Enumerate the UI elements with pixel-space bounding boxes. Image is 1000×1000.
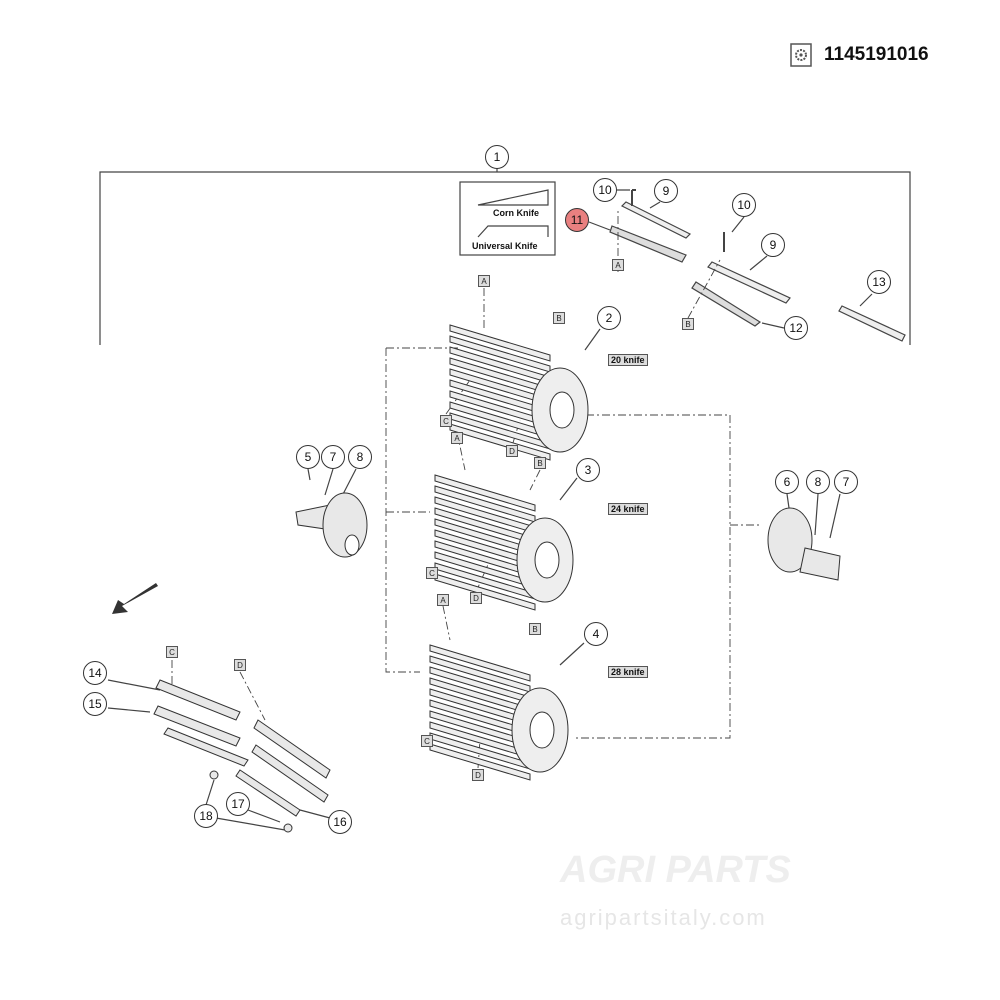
ref-marker-A: A	[437, 594, 449, 606]
callout-12[interactable]: 12	[784, 316, 808, 340]
callout-5[interactable]: 5	[296, 445, 320, 469]
part-number: 1145191016	[824, 44, 929, 65]
knife-type-box	[459, 181, 556, 256]
callout-9[interactable]: 9	[761, 233, 785, 257]
ref-marker-D: D	[470, 592, 482, 604]
ref-marker-A: A	[451, 432, 463, 444]
direction-arrow-icon	[112, 583, 158, 614]
ref-marker-C: C	[440, 415, 452, 427]
callout-10[interactable]: 10	[593, 178, 617, 202]
knife-label-24: 24 knife	[608, 503, 648, 515]
ref-marker-C: C	[426, 567, 438, 579]
callout-16[interactable]: 16	[328, 810, 352, 834]
drum-bore	[549, 391, 575, 429]
drum-knife	[449, 324, 551, 362]
callout-4[interactable]: 4	[584, 622, 608, 646]
callout-8[interactable]: 8	[348, 445, 372, 469]
callout-13[interactable]: 13	[867, 270, 891, 294]
ref-marker-A: A	[478, 275, 490, 287]
callout-11[interactable]: 11	[565, 208, 589, 232]
callout-18[interactable]: 18	[194, 804, 218, 828]
callout-17[interactable]: 17	[226, 792, 250, 816]
ref-marker-B: B	[529, 623, 541, 635]
ref-marker-D: D	[506, 445, 518, 457]
callout-14[interactable]: 14	[83, 661, 107, 685]
assembly-bracket	[99, 171, 911, 345]
drum-knife	[434, 474, 536, 512]
knife-label-20: 20 knife	[608, 354, 648, 366]
universal-knife-label: Universal Knife	[472, 241, 538, 251]
watermark-logo: AGRI PARTS	[560, 849, 791, 891]
ref-marker-D: D	[234, 659, 246, 671]
ref-marker-C: C	[166, 646, 178, 658]
corn-knife-label: Corn Knife	[493, 208, 539, 218]
callout-10[interactable]: 10	[732, 193, 756, 217]
gear-document-icon	[790, 43, 812, 67]
callout-9[interactable]: 9	[654, 179, 678, 203]
callout-2[interactable]: 2	[597, 306, 621, 330]
callout-3[interactable]: 3	[576, 458, 600, 482]
callout-7[interactable]: 7	[321, 445, 345, 469]
shaft-6	[799, 547, 841, 581]
callout-8[interactable]: 8	[806, 470, 830, 494]
drum-bore	[534, 541, 560, 579]
part-header: 1145191016	[788, 42, 929, 68]
knife-label-28: 28 knife	[608, 666, 648, 678]
callout-6[interactable]: 6	[775, 470, 799, 494]
callout-1[interactable]: 1	[485, 145, 509, 169]
callout-15[interactable]: 15	[83, 692, 107, 716]
ref-marker-C: C	[421, 735, 433, 747]
drum-knife	[429, 743, 531, 781]
watermark-url: agripartsitaly.com	[560, 905, 767, 930]
drum-bore	[529, 711, 555, 749]
ref-marker-B: B	[553, 312, 565, 324]
callout-7[interactable]: 7	[834, 470, 858, 494]
ref-marker-B: B	[534, 457, 546, 469]
ref-marker-A: A	[612, 259, 624, 271]
drum-knife	[449, 423, 551, 461]
drum-knife	[429, 644, 531, 682]
ref-marker-B: B	[682, 318, 694, 330]
ref-marker-D: D	[472, 769, 484, 781]
